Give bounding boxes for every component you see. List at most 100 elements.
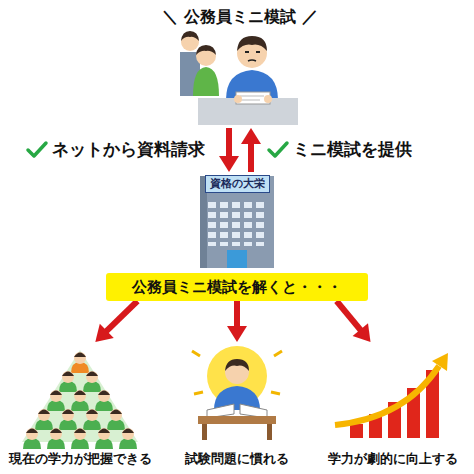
pyramid-person <box>62 372 74 377</box>
test-taker-illustration <box>248 60 256 61</box>
node-text: ＼ 公務員ミニ模試 ／ <box>162 7 317 27</box>
pyramid-person <box>86 409 98 421</box>
student-illustration <box>267 424 272 440</box>
student-illustration <box>192 346 282 440</box>
pyramid-person <box>71 428 89 449</box>
exam-illustration: ＼ 公務員ミニ模試 ／ <box>157 4 323 128</box>
pyramid-person <box>110 409 122 421</box>
test-taker-illustration <box>234 95 242 103</box>
pyramid-person <box>86 372 98 377</box>
pyramid-person <box>59 409 77 430</box>
pyramid-person <box>95 390 113 411</box>
pyramid-person <box>62 371 74 383</box>
result-panel: 現在の学力が把握できる <box>4 342 157 470</box>
pyramid-person <box>98 428 110 440</box>
pyramid-person <box>83 409 101 430</box>
pyramid-person <box>38 410 50 415</box>
test-taker-illustration <box>196 46 216 66</box>
arrow-shaft <box>337 301 363 332</box>
pyramid-person <box>98 391 110 396</box>
pyramid-person <box>38 409 50 421</box>
pyramid-person <box>74 353 86 358</box>
arrow-shaft <box>248 141 254 172</box>
flow-arrow <box>227 301 247 342</box>
flow-arrow <box>241 128 261 172</box>
growth-chart <box>335 366 439 425</box>
check-mark <box>28 143 46 156</box>
pyramid-person <box>74 352 86 364</box>
pyramid-person <box>26 429 38 434</box>
growth-chart <box>335 353 448 438</box>
people-pyramid <box>23 352 137 449</box>
pyramid-person <box>62 410 74 415</box>
edge-label: ミニ模試を提供 <box>291 139 414 160</box>
test-taker-illustration <box>237 36 267 51</box>
pyramid-person <box>83 371 101 392</box>
test-taker-illustration <box>240 96 264 100</box>
arrow-shaft <box>105 301 138 333</box>
result-panel: 試験問題に慣れる <box>167 342 307 470</box>
pyramid-person <box>50 391 62 396</box>
arrow-head <box>219 156 239 172</box>
pyramid-person <box>74 428 86 440</box>
pyramid-person <box>50 390 62 402</box>
student-illustration <box>225 359 249 371</box>
pyramid-person <box>47 390 65 411</box>
pyramid-person <box>122 429 134 434</box>
pyramid-person <box>62 409 74 421</box>
school-building <box>227 250 247 268</box>
pyramid-person <box>74 391 86 396</box>
test-taker-illustration <box>181 31 199 41</box>
node-text: 公務員ミニ模試を解くと・・・ <box>132 278 342 297</box>
pyramid-person <box>71 352 89 373</box>
school-building <box>206 200 268 246</box>
flow-arrow <box>219 128 239 172</box>
arrow-head <box>95 324 113 342</box>
test-taker-illustration <box>193 67 219 96</box>
growth-chart <box>350 424 363 438</box>
test-taker-illustration <box>245 51 260 53</box>
growth-chart <box>432 353 448 371</box>
pyramid-person <box>74 429 86 434</box>
flow-arrow <box>95 301 137 342</box>
student-illustration <box>202 424 207 440</box>
pyramid-person <box>86 410 98 415</box>
pyramid-person <box>71 390 89 411</box>
edge-label: ネットから資料請求 <box>50 139 207 160</box>
pyramid-person <box>110 410 122 415</box>
pyramid-person <box>50 428 62 440</box>
pyramid-person <box>98 429 110 434</box>
pyramid-person <box>98 390 110 402</box>
pyramid-person <box>95 428 113 449</box>
student-illustration <box>198 416 276 424</box>
school-building: 資格の大栄 <box>199 172 275 268</box>
flow-arrow <box>337 301 371 342</box>
pyramid-illustration <box>22 350 138 449</box>
arrow-head <box>241 128 261 144</box>
pyramid-person <box>122 428 134 440</box>
pyramid-person <box>26 428 38 440</box>
school-building <box>200 176 274 268</box>
arrow-shaft <box>234 301 240 329</box>
pyramid-person <box>23 428 41 449</box>
pyramid-person <box>74 390 86 402</box>
pyramid-person <box>47 428 65 449</box>
pyramid-person <box>107 409 125 430</box>
student-illustration <box>207 404 234 418</box>
node-text: 資格の大栄 <box>205 175 270 193</box>
student-illustration <box>240 404 267 418</box>
arrow-head <box>353 323 371 342</box>
check-mark <box>269 143 287 156</box>
test-taker-illustration <box>180 31 298 125</box>
pyramid-person <box>119 428 137 449</box>
arrow-head <box>227 326 247 342</box>
pyramid-illustration <box>22 350 138 442</box>
highlight-band: 公務員ミニ模試を解くと・・・ <box>106 273 368 301</box>
school-building <box>200 176 274 268</box>
arrow-shaft <box>226 128 232 159</box>
test-taker-illustration <box>196 45 216 55</box>
